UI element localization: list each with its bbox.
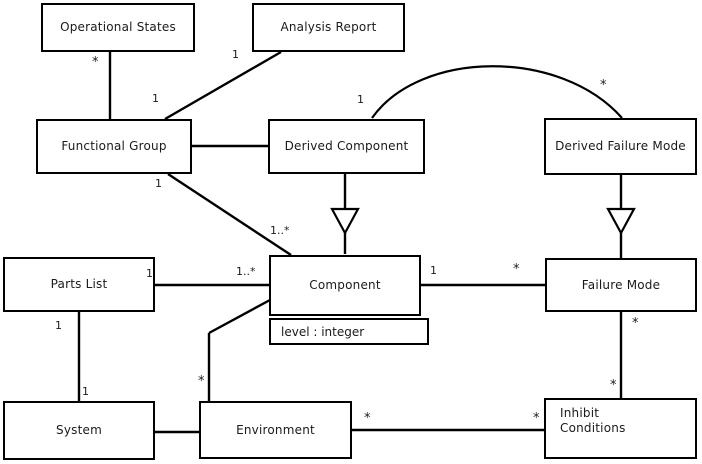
multiplicity-analysisreport-functionalgroup-one: 1 <box>232 48 239 61</box>
edge-analysisreport-functionalgroup <box>164 50 282 121</box>
attribute-text-level: level : integer <box>281 324 365 339</box>
class-analysis-report[interactable]: Analysis Report <box>252 3 405 52</box>
multiplicity-system-partslist-one: 1 <box>82 385 89 398</box>
class-derived-failure-mode[interactable]: Derived Failure Mode <box>544 118 697 175</box>
class-component[interactable]: Component <box>269 255 421 316</box>
class-name-functional-group: Functional Group <box>61 139 167 153</box>
class-name-inhibit-conditions-line2: Conditions <box>560 421 626 435</box>
class-environment[interactable]: Environment <box>199 401 352 459</box>
multiplicity-partslist-component-one: 1 <box>146 267 153 280</box>
multiplicity-failuremode-inhibit-star: * <box>632 316 639 331</box>
multiplicity-inhibit-failuremode-star: * <box>610 378 617 393</box>
class-name-derived-failure-mode: Derived Failure Mode <box>555 139 686 153</box>
class-inhibit-conditions[interactable]: Inhibit Conditions <box>544 398 697 459</box>
multiplicity-opstates-functionalgroup-star: * <box>92 55 99 70</box>
class-name-parts-list: Parts List <box>50 277 108 291</box>
class-name-component: Component <box>309 278 381 292</box>
multiplicity-environment-inhibit-right-star: * <box>533 411 540 426</box>
class-name-failure-mode: Failure Mode <box>581 277 661 292</box>
multiplicity-functionalgroup-component-one: 1 <box>155 177 162 190</box>
class-name-system: System <box>56 423 102 437</box>
multiplicity-functionalgroup-component-many: 1..* <box>270 224 290 237</box>
multiplicity-functionalgroup-derivedcomponent-one: 1 <box>357 93 364 106</box>
multiplicity-component-failuremode-one: 1 <box>430 264 437 277</box>
class-parts-list[interactable]: Parts List <box>3 257 155 312</box>
multiplicity-partslist-component-many: 1..* <box>236 265 256 278</box>
multiplicity-functionalgroup-derivedfailuremode-star: * <box>600 78 607 93</box>
class-attribute-component-level: level : integer <box>269 318 429 345</box>
class-name-inhibit-conditions-line1: Inhibit <box>560 406 600 420</box>
class-system[interactable]: System <box>3 401 155 460</box>
multiplicity-environment-inhibit-left-star: * <box>364 411 371 426</box>
multiplicity-failuremode-component-star: * <box>513 262 520 277</box>
class-derived-component[interactable]: Derived Component <box>268 119 425 174</box>
class-failure-mode[interactable]: Failure Mode <box>545 258 697 312</box>
multiplicity-partslist-system-one: 1 <box>55 319 62 332</box>
class-operational-states[interactable]: Operational States <box>41 3 195 52</box>
multiplicity-environment-component-star: * <box>198 374 205 389</box>
edge-functionalgroup-component <box>167 172 292 257</box>
edge-functionalgroup-derivedfailuremode <box>371 65 623 119</box>
class-functional-group[interactable]: Functional Group <box>36 119 192 174</box>
class-name-derived-component: Derived Component <box>284 139 409 153</box>
generalization-triangle-component <box>330 207 360 236</box>
edge-environment-component-diagonal <box>208 298 271 335</box>
class-name-analysis-report: Analysis Report <box>280 20 377 34</box>
generalization-triangle-failuremode <box>606 207 636 236</box>
class-name-operational-states: Operational States <box>60 20 176 34</box>
class-name-environment: Environment <box>236 422 315 437</box>
class-name-inhibit-conditions: Inhibit Conditions <box>546 400 695 457</box>
multiplicity-functionalgroup-opstates-one: 1 <box>152 92 159 105</box>
